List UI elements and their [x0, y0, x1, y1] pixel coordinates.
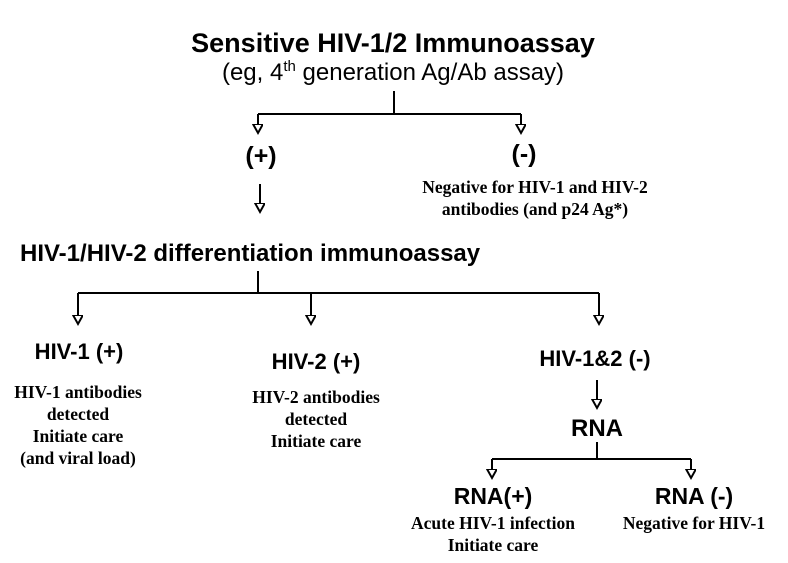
- hiv1-note-line2: detected: [46, 404, 110, 424]
- immunoassay-negative-note: Negative for HIV-1 and HIV-2 antibodies …: [422, 176, 648, 220]
- rna-negative-line1: Negative for HIV-1: [622, 513, 766, 533]
- subtitle-prefix: (eg, 4: [221, 59, 284, 86]
- hiv1-note-line4: (and viral load): [20, 448, 136, 468]
- rna-positive-line2: Initiate care: [447, 535, 539, 555]
- negative-note-line2: antibodies (and p24 Ag*): [441, 199, 629, 219]
- differentiation-heading: HIV-1/HIV-2 differentiation immunoassay: [20, 240, 481, 267]
- rna-test-label: RNA: [571, 415, 623, 442]
- rna-positive-heading: RNA(+): [453, 483, 533, 509]
- subtitle-suffix: generation Ag/Ab assay): [295, 59, 565, 86]
- page-title: Sensitive HIV-1/2 Immunoassay: [191, 28, 595, 58]
- rna-positive-note: Acute HIV-1 infection Initiate care: [411, 512, 575, 556]
- hiv2-note-line2: detected: [284, 409, 348, 429]
- subtitle-superscript: th: [283, 58, 296, 75]
- hiv1-note-line1: HIV-1 antibodies: [14, 382, 142, 402]
- rna-positive-line1: Acute HIV-1 infection: [411, 513, 575, 533]
- hiv2-note-line1: HIV-2 antibodies: [252, 387, 380, 407]
- immunoassay-positive-label: (+): [245, 142, 277, 170]
- hiv12-negative-heading: HIV-1&2 (-): [539, 346, 651, 371]
- immunoassay-negative-label: (-): [511, 140, 537, 168]
- rna-negative-heading: RNA (-): [654, 483, 734, 509]
- hiv1-note-line3: Initiate care: [32, 426, 124, 446]
- hiv2-positive-heading: HIV-2 (+): [271, 349, 361, 374]
- hiv1-positive-heading: HIV-1 (+): [34, 339, 124, 364]
- page-subtitle: (eg, 4th generation Ag/Ab assay): [222, 59, 564, 87]
- negative-note-line1: Negative for HIV-1 and HIV-2: [422, 177, 648, 197]
- hiv2-note-line3: Initiate care: [270, 431, 362, 451]
- rna-negative-note: Negative for HIV-1: [623, 512, 765, 534]
- hiv1-positive-note: HIV-1 antibodies detected Initiate care …: [14, 381, 142, 469]
- hiv2-positive-note: HIV-2 antibodies detected Initiate care: [252, 386, 380, 452]
